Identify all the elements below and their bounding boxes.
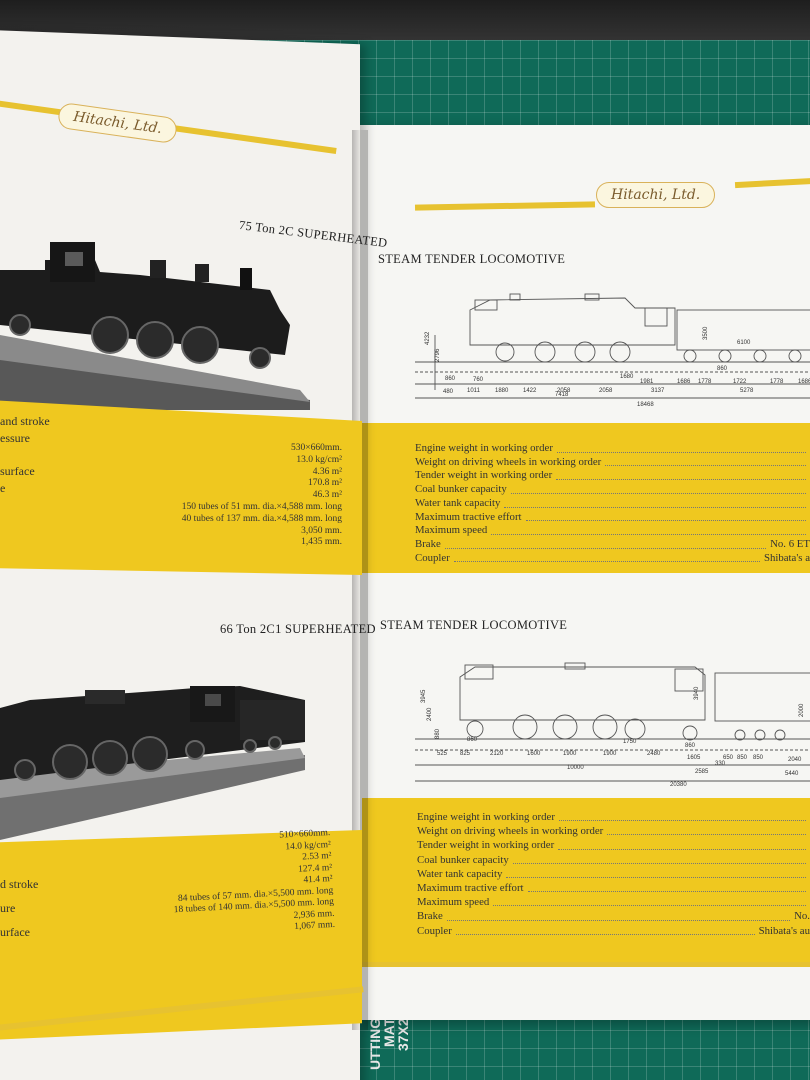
svg-text:2585: 2585 [695,769,709,775]
svg-text:20380: 20380 [670,782,687,788]
svg-text:1686: 1686 [677,379,691,385]
svg-text:1422: 1422 [523,388,537,394]
svg-text:3940: 3940 [694,686,700,700]
svg-text:525: 525 [437,751,448,757]
svg-text:860: 860 [467,737,478,743]
svg-text:1778: 1778 [770,379,784,385]
svg-text:850: 850 [737,755,748,761]
spec-row: Maximum tractive effort [417,881,810,895]
svg-text:760: 760 [473,377,484,383]
svg-text:850: 850 [753,755,764,761]
svg-text:2400: 2400 [427,707,433,721]
svg-text:1600: 1600 [527,751,541,757]
spec-row: Engine weight in working order [417,810,810,824]
svg-text:5278: 5278 [740,388,754,394]
svg-text:3500: 3500 [703,326,709,340]
spec-values-left-bottom: 510×660mm. 14.0 kg/cm² 2.53 m² 127.4 m² … [173,828,336,933]
svg-text:1880: 1880 [495,388,509,394]
svg-text:3137: 3137 [651,388,665,394]
svg-text:1778: 1778 [698,379,712,385]
svg-text:1900: 1900 [563,751,577,757]
svg-text:4232: 4232 [425,331,431,345]
svg-text:2040: 2040 [788,757,802,763]
spec-band-left-top [0,400,362,575]
spec-row: Coal bunker capacity [415,483,810,497]
svg-text:480: 480 [443,389,454,395]
spec-row: Weight on driving wheels in working orde… [415,456,810,470]
spec-row: Maximum speed [417,895,810,909]
spec-row: Maximum tractive effort [415,511,810,525]
spec-row: Maximum speed [415,524,810,538]
svg-text:2058: 2058 [599,388,613,394]
locomotive-diagram-top: 4232 2796 860 480 760 1011 1880 1422 205… [415,293,810,408]
svg-text:2796: 2796 [435,348,441,362]
locomotive-diagram-bottom: 3945 2400 880 525 825 860 2120 1600 1900… [415,662,810,788]
svg-text:1900: 1900 [603,751,617,757]
svg-text:18468: 18468 [637,402,654,408]
svg-text:5440: 5440 [785,771,799,777]
svg-text:2000: 2000 [799,703,805,717]
hitachi-logo: Hitachi, Ltd. [596,182,716,208]
svg-text:825: 825 [460,751,471,757]
spec-row: Water tank capacity [417,867,810,881]
svg-text:3945: 3945 [421,689,427,703]
svg-text:1680: 1680 [620,374,634,380]
locomotive-photo-top [0,242,310,410]
section-title: STEAM TENDER LOCOMOTIVE [380,618,568,632]
spec-row: Tender weight in working order [415,469,810,483]
spec-values-left-top: 530×660mm. 13.0 kg/cm² 4.36 m² 170.8 m² … [181,443,342,548]
svg-text:10000: 10000 [567,765,584,771]
svg-text:2480: 2480 [647,751,661,757]
spec-list-top: Engine weight in working order Weight on… [415,442,810,565]
section-title: STEAM TENDER LOCOMOTIVE [378,252,566,266]
spec-labels-left-bottom: d stroke ure urface [0,877,39,939]
svg-text:7418: 7418 [555,392,569,398]
svg-text:1750: 1750 [623,739,637,745]
svg-text:330: 330 [715,761,726,767]
spec-band-bottom [362,798,810,966]
svg-text:1981: 1981 [640,379,654,385]
svg-text:2120: 2120 [490,751,504,757]
svg-text:1686: 1686 [798,379,810,385]
spec-list-bottom: Engine weight in working order Weight on… [417,810,810,938]
spec-row: Water tank capacity [415,497,810,511]
locomotive-photo-bottom [0,686,305,840]
svg-text:2058: 2058 [557,388,571,394]
svg-text:1011: 1011 [467,388,481,394]
svg-text:1722: 1722 [733,379,747,385]
mat-label: UTTING MAT 37X2 [367,1018,411,1071]
spec-row: Weight on driving wheels in working orde… [417,824,810,838]
section-caption: 66 Ton 2C1 SUPERHEATED [220,622,376,636]
footer-stripe [362,962,810,967]
svg-text:860: 860 [717,366,728,372]
svg-text:1605: 1605 [687,755,701,761]
svg-text:650: 650 [723,755,734,761]
spec-row: Coal bunker capacity [417,853,810,867]
spec-labels-left-top: and stroke essure surface e [0,414,50,495]
svg-text:860: 860 [445,376,456,382]
svg-text:860: 860 [685,743,696,749]
spec-row: Tender weight in working order [417,838,810,852]
svg-text:880: 880 [435,728,441,739]
spec-row: Engine weight in working order [415,442,810,456]
svg-text:6100: 6100 [737,340,751,346]
page-gutter [352,130,368,1030]
